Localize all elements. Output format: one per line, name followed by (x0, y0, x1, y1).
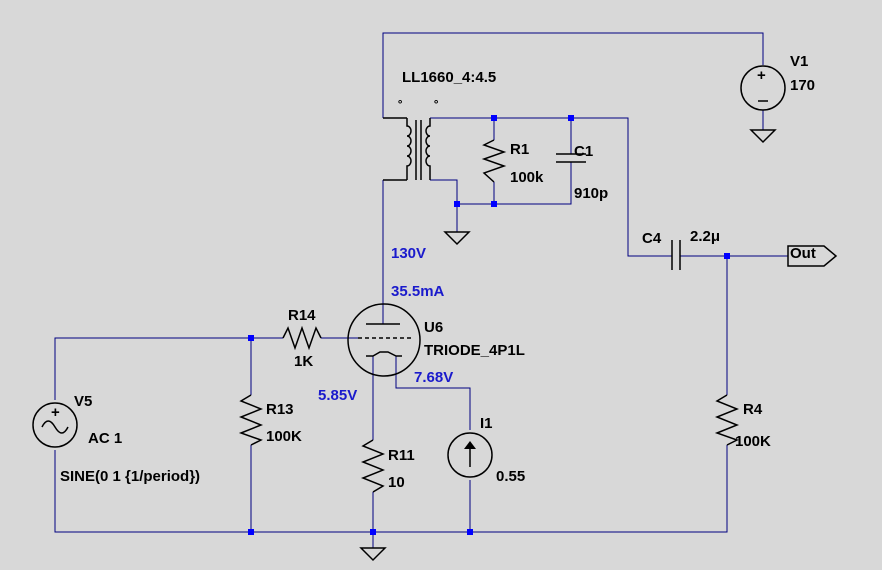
v5-value: AC 1 (88, 430, 122, 447)
r11-zigzag (360, 439, 386, 493)
v1-body (740, 65, 786, 111)
r4-zigzag (714, 394, 740, 446)
ground-icon (749, 129, 777, 144)
i1-body (447, 432, 493, 478)
r13-value: 100K (266, 428, 302, 445)
r13-name: R13 (266, 401, 294, 418)
wire-secondary-bottom (430, 179, 572, 205)
i1-name: I1 (480, 415, 493, 432)
junction-node (724, 253, 730, 259)
plus-icon: + (757, 67, 766, 84)
r4-value: 100K (735, 433, 771, 450)
junction-node (248, 529, 254, 535)
v1-value: 170 (790, 77, 815, 94)
current-source-i1[interactable]: I1 0.55 (447, 415, 525, 485)
transformer-dot-primary: ˚ (398, 99, 403, 116)
ground-icon (359, 547, 387, 562)
junction-node (491, 115, 497, 121)
out-flag-label: Out (790, 245, 816, 262)
wire-input (54, 337, 283, 400)
junction-node (454, 201, 460, 207)
sine-wave-icon (41, 420, 69, 434)
wire-secondary-top (430, 117, 672, 257)
r1-value: 100k (510, 169, 544, 186)
v1-name: V1 (790, 53, 808, 70)
wires (54, 32, 788, 548)
r11-value: 10 (388, 474, 405, 491)
r14-name: R14 (288, 307, 316, 324)
plate-current-annotation: 35.5mA (391, 283, 445, 300)
junction-node (568, 115, 574, 121)
resistor-r11[interactable]: R11 10 (360, 439, 415, 493)
resistor-r14[interactable]: R14 1K (282, 307, 322, 370)
v5-spec: SINE(0 1 {1/period}) (60, 468, 200, 485)
junction-node (491, 201, 497, 207)
u6-value: TRIODE_4P1L (424, 342, 525, 359)
wire-r4-bottom (54, 445, 728, 533)
u6-name: U6 (424, 319, 443, 336)
resistor-r4[interactable]: R4 100K (714, 394, 771, 450)
plus-icon: + (51, 404, 60, 421)
transformer-primary-coil (406, 118, 412, 180)
resistor-r1[interactable]: R1 100k (481, 139, 544, 186)
filament-voltage-annotation: 7.68V (414, 369, 453, 386)
capacitor-c1[interactable]: C1 910p (556, 143, 608, 202)
triode-u6[interactable]: U6 TRIODE_4P1L (347, 303, 525, 377)
u6-envelope (347, 303, 421, 377)
v5-body (32, 402, 78, 448)
out-net-flag[interactable]: Out (787, 245, 838, 267)
r4-name: R4 (743, 401, 763, 418)
wire-filament (395, 356, 471, 430)
junctions (248, 115, 730, 535)
capacitor-c4[interactable]: C4 2.2μ (642, 228, 720, 270)
u6-cathode (366, 351, 402, 357)
wire-supply-top (382, 32, 764, 118)
transformer-secondary-coil (425, 118, 431, 180)
r1-zigzag (481, 139, 507, 183)
r14-value: 1K (294, 353, 313, 370)
voltage-source-v5[interactable]: + V5 AC 1 SINE(0 1 {1/period}) (32, 393, 200, 485)
r11-name: R11 (388, 447, 415, 464)
cathode-voltage-annotation: 5.85V (318, 387, 357, 404)
c4-value: 2.2μ (690, 228, 720, 245)
plate-voltage-annotation: 130V (391, 245, 426, 262)
junction-node (370, 529, 376, 535)
voltage-source-v1[interactable]: + V1 170 (740, 53, 815, 111)
resistor-r13[interactable]: R13 100K (238, 394, 302, 446)
transformer-dot-secondary: ˚ (434, 99, 439, 116)
arrow-head-icon (464, 441, 476, 449)
annotations: 130V 35.5mA 5.85V 7.68V (318, 245, 453, 404)
c4-name: C4 (642, 230, 662, 247)
junction-node (248, 335, 254, 341)
junction-node (467, 529, 473, 535)
r1-name: R1 (510, 141, 529, 158)
ground-icon (443, 231, 471, 246)
c1-name: C1 (574, 143, 593, 160)
out-flag-shape (787, 245, 838, 267)
r14-zigzag (282, 325, 322, 351)
r13-zigzag (238, 394, 264, 446)
transformer-label: LL1660_4:4.5 (402, 69, 496, 86)
i1-value: 0.55 (496, 468, 525, 485)
transformer[interactable]: ˚ ˚ LL1660_4:4.5 (383, 69, 496, 181)
c1-value: 910p (574, 185, 608, 202)
v5-name: V5 (74, 393, 92, 410)
